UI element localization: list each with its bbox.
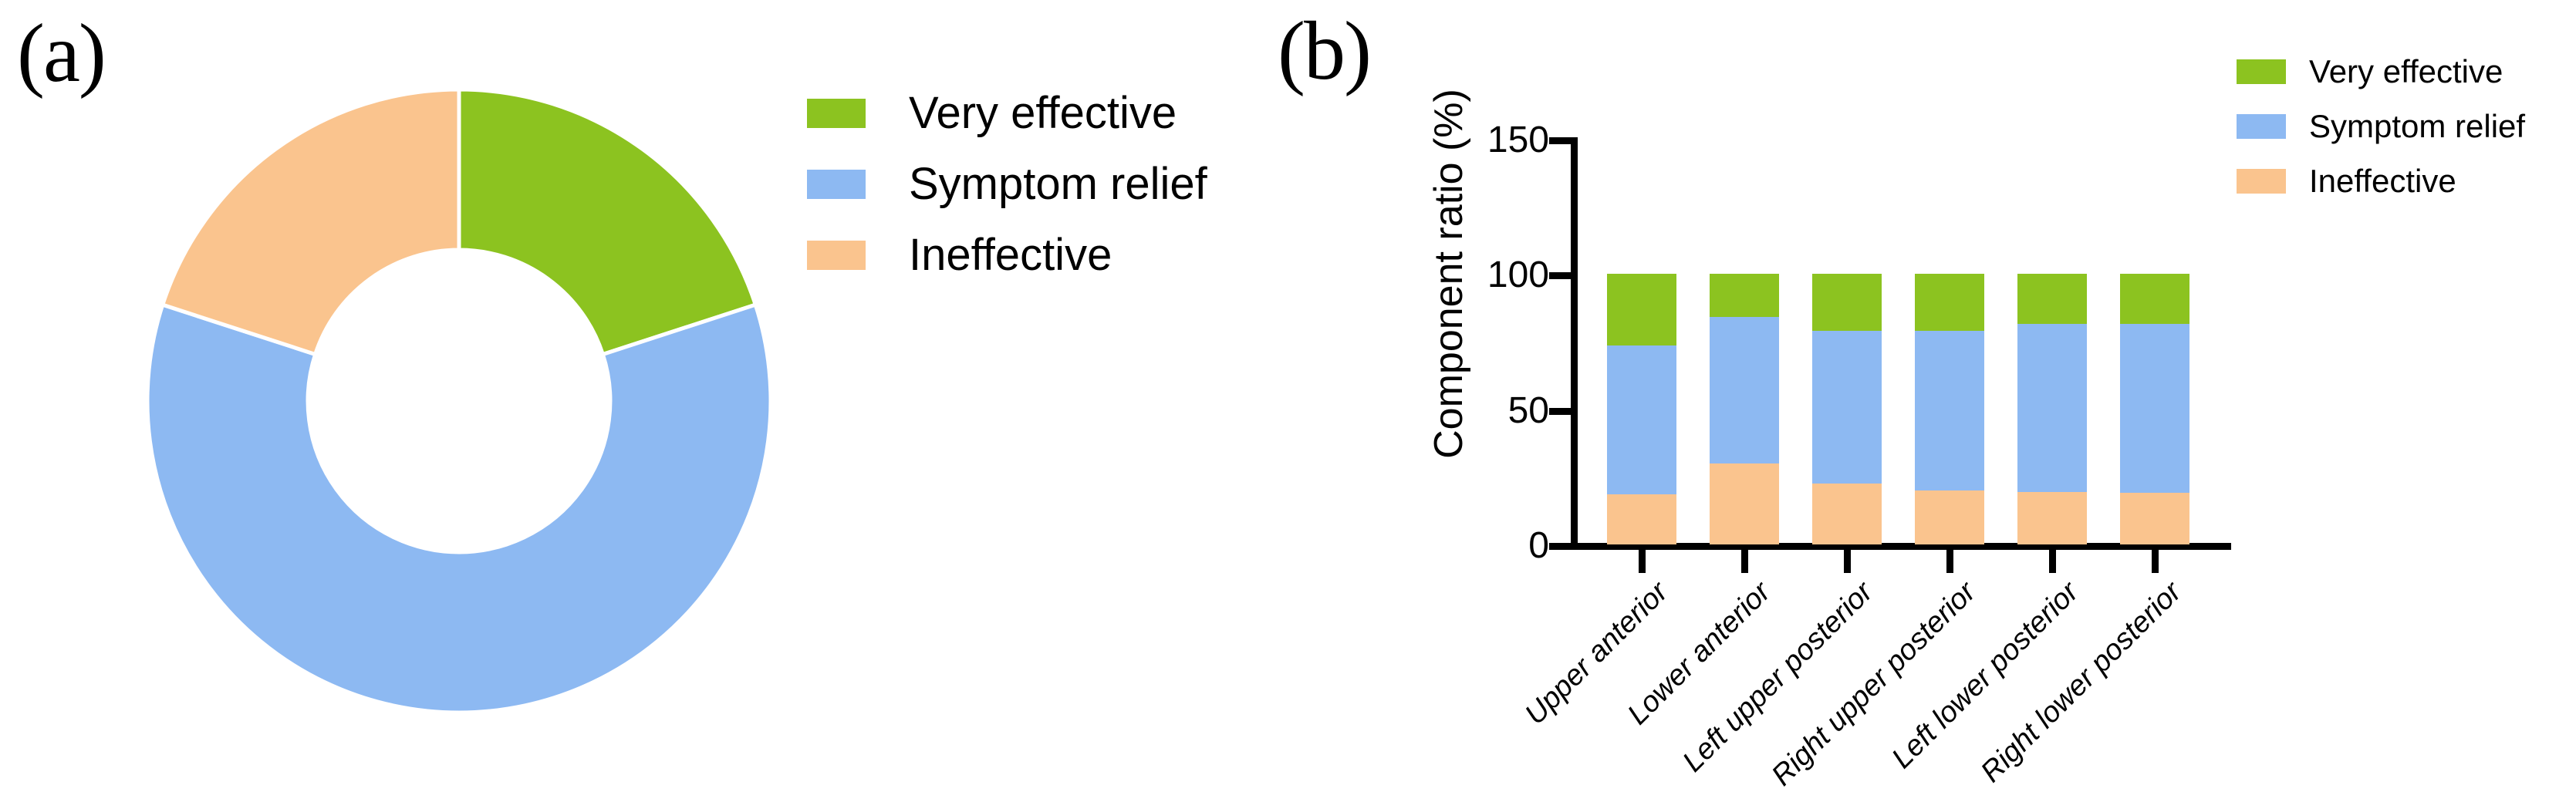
legend-item-very-effective: Very effective xyxy=(2237,56,2525,88)
bar-segment-very-effective xyxy=(1812,274,1882,331)
x-axis-tick xyxy=(1844,550,1851,573)
bar-segment-symptom-relief xyxy=(1607,345,1676,495)
y-tick-label: 100 xyxy=(1487,254,1549,295)
y-axis-tick xyxy=(1549,136,1571,144)
very-effective-swatch-icon xyxy=(807,99,866,128)
bar-segment-symptom-relief xyxy=(1812,330,1882,484)
ineffective-swatch-icon xyxy=(2237,169,2286,194)
stacked-bar-right-lower-posterior xyxy=(2120,274,2189,544)
bar-segment-symptom-relief xyxy=(1915,330,1984,490)
symptom-relief-swatch-icon xyxy=(2237,114,2286,139)
legend-item-symptom-relief: Symptom relief xyxy=(807,162,1207,207)
legend-item-ineffective: Ineffective xyxy=(2237,165,2525,197)
stacked-bar-lower-anterior xyxy=(1710,274,1779,544)
legend-item-very-effective: Very effective xyxy=(807,91,1207,136)
bar-segment-very-effective xyxy=(1607,274,1676,346)
x-tick-label: Left upper posterior xyxy=(1676,575,1880,779)
y-tick-label: 50 xyxy=(1507,389,1549,431)
very-effective-swatch-icon xyxy=(2237,59,2286,84)
x-axis-tick xyxy=(1741,550,1748,573)
legend-item-symptom-relief: Symptom relief xyxy=(2237,110,2525,143)
stacked-bar-right-upper-posterior xyxy=(1915,274,1984,544)
y-axis-tick xyxy=(1549,543,1571,550)
bar-segment-ineffective xyxy=(1812,484,1882,544)
stacked-bar-left-lower-posterior xyxy=(2017,274,2087,544)
x-tick-label: Right lower posterior xyxy=(1974,575,2188,789)
bar-segment-ineffective xyxy=(2017,491,2087,544)
y-tick-label: 150 xyxy=(1487,119,1549,160)
bar-segment-very-effective xyxy=(2120,274,2189,324)
legend-label: Symptom relief xyxy=(2309,108,2526,144)
bar-segment-ineffective xyxy=(1915,490,1984,544)
x-tick-label: Left lower posterior xyxy=(1886,575,2085,775)
bar-segment-very-effective xyxy=(1915,274,1984,331)
x-axis-tick xyxy=(2049,550,2056,573)
panel-b-label: (b) xyxy=(1278,5,1372,97)
y-axis-tick xyxy=(1549,272,1571,279)
legend-item-ineffective: Ineffective xyxy=(807,233,1207,278)
x-tick-label: Right upper posterior xyxy=(1765,575,1983,792)
bar-segment-ineffective xyxy=(2120,493,2189,544)
y-axis-line xyxy=(1571,137,1578,550)
ineffective-swatch-icon xyxy=(807,241,866,270)
legend-label: Very effective xyxy=(909,88,1177,138)
x-axis-line xyxy=(1571,543,2231,550)
legend-label: Ineffective xyxy=(2309,163,2456,199)
bar-segment-ineffective xyxy=(1607,494,1676,544)
symptom-relief-swatch-icon xyxy=(807,170,866,199)
x-axis-tick xyxy=(1946,550,1953,573)
x-axis-tick xyxy=(2152,550,2159,573)
bar-segment-symptom-relief xyxy=(2120,323,2189,494)
bar-segment-symptom-relief xyxy=(2017,323,2087,492)
figure-canvas: (a) (b) Very effective Symptom relief In… xyxy=(17,5,2525,792)
panel-a-label: (a) xyxy=(17,8,106,99)
bar-segment-very-effective xyxy=(1710,274,1779,318)
bar-segment-very-effective xyxy=(2017,274,2087,324)
donut-segment-symptom-relief xyxy=(145,302,773,715)
legend-panel-b: Very effective Symptom relief Ineffectiv… xyxy=(2237,56,2525,197)
stacked-bar-left-upper-posterior xyxy=(1812,274,1882,544)
y-tick-label: 0 xyxy=(1528,525,1549,566)
donut-chart xyxy=(145,87,773,715)
y-axis-tick xyxy=(1549,407,1571,415)
bar-segment-ineffective xyxy=(1710,463,1779,544)
x-axis-tick xyxy=(1639,550,1646,573)
donut-segment-very-effective xyxy=(457,87,758,357)
stacked-bar-upper-anterior xyxy=(1607,274,1676,544)
bar-segment-symptom-relief xyxy=(1710,317,1779,463)
legend-panel-a: Very effective Symptom relief Ineffectiv… xyxy=(807,91,1207,278)
donut-segment-ineffective xyxy=(160,87,461,357)
legend-label: Symptom relief xyxy=(909,159,1207,209)
legend-label: Ineffective xyxy=(909,230,1112,280)
legend-label: Very effective xyxy=(2309,53,2503,89)
